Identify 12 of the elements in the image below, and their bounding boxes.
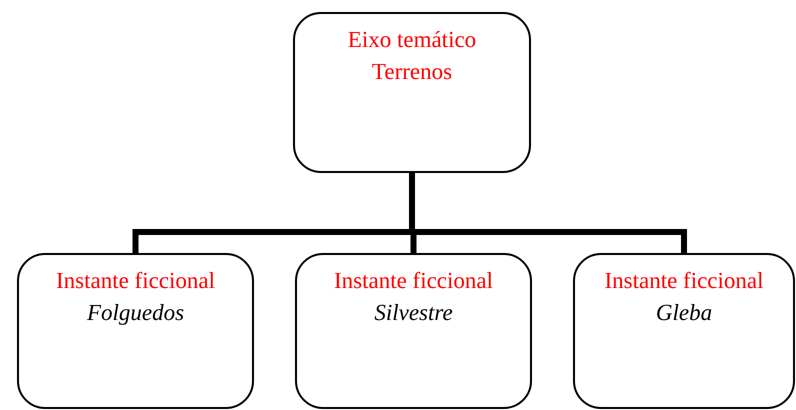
box-heading: Instante ficcional — [603, 267, 764, 295]
rounded-box — [17, 253, 254, 409]
box-heading: Instante ficcional — [332, 267, 494, 295]
box-subtitle: Folguedos — [86, 299, 186, 327]
box-subtitle: Silvestre — [373, 299, 454, 327]
box-heading: Eixo temático — [346, 26, 478, 54]
box-heading: Terrenos — [370, 58, 454, 86]
rounded-box — [573, 253, 795, 409]
box-heading: Instante ficcional — [54, 267, 216, 295]
rounded-box — [295, 253, 532, 409]
rounded-box — [293, 12, 531, 173]
box-subtitle: Gleba — [654, 299, 714, 327]
